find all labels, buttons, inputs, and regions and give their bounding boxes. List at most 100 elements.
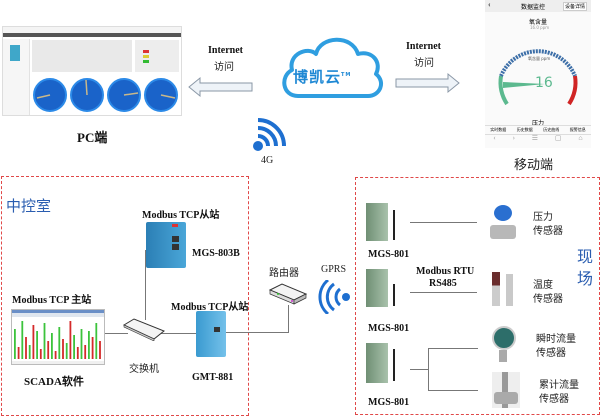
gauge-unit: 氧含量 ppm [528,56,551,61]
device-thumb-icon [10,45,20,61]
field-title-1: 现 [577,247,594,266]
sensor-1-line2: 传感器 [533,226,563,237]
scada-bar [62,339,64,359]
scada-bars [12,317,104,361]
tab-alarm[interactable]: 报警信息 [569,127,586,132]
internet-label-left: Internet [208,45,243,56]
mobile-header-title: 数据监控 [521,4,546,11]
scada-bar [69,321,72,359]
sensor-2-line1: 温度 [533,280,553,291]
scada-bar [47,341,50,359]
wire [410,369,428,370]
scada-bar [25,337,27,359]
back-icon[interactable]: ‹ [488,0,491,9]
home-icon[interactable]: ⌂ [578,134,583,142]
access-label-right: 访问 [414,58,434,69]
scada-bar [28,345,31,359]
tab-history[interactable]: 历史数据 [516,127,533,132]
wire [145,250,146,320]
slave2-model: GMT-881 [192,372,234,383]
scada-bar [32,325,35,359]
pc-gauge [33,78,67,112]
cloud-brand: 博凯云TM [293,66,351,87]
pc-gauge [70,78,104,112]
wire [160,333,200,334]
wire [428,348,429,390]
control-room-title: 中控室 [6,197,52,215]
arrow-right-icon [395,72,460,94]
bus-label-1: Modbus RTU [416,266,475,277]
mobile-navbar: ‹ › ☰ ▢ ⌂ [485,134,591,146]
sensor-2-line2: 传感器 [533,294,563,305]
scada-label: SCADA软件 [24,376,84,388]
internet-label-right: Internet [406,41,441,52]
pc-gauge [144,78,178,112]
scada-bar [51,333,53,359]
back-icon[interactable]: ‹ [493,134,496,142]
master-label: Modbus TCP 主站 [12,295,92,306]
sensor-3-line1: 瞬时流量 [536,334,576,345]
mobile-tabs: 实时数据 历史数据 历史曲线 报警信息 [485,125,591,135]
scada-bar [91,337,94,359]
scada-bar [39,349,42,359]
brand-text: 博凯云 [293,68,342,86]
mobile-screenshot: ‹ 数据监控 设备详情 氧含量 16.0 ppm 氧含量 ppm 16 压力 实… [485,0,591,148]
router-icon [268,283,308,305]
flow-meter-icon [492,326,516,364]
totalizer-flow-icon [492,372,520,408]
mgs-801-device [366,269,388,307]
scada-bar [54,351,57,359]
pc-screenshot [2,26,182,116]
scada-bar [84,345,87,359]
tab-realtime[interactable]: 实时数据 [490,127,507,132]
gmt-881-device [196,311,226,357]
scada-bar [88,331,90,359]
scada-bar [76,347,79,359]
device-2-model: MGS-801 [368,323,410,334]
slave2-label: Modbus TCP从站 [171,302,249,313]
mobile-label: 移动端 [514,158,554,173]
control-room-zone [1,176,249,416]
scada-bar [73,335,75,359]
tab-curve[interactable]: 历史曲线 [543,127,560,132]
scada-bar [80,329,83,359]
mgs-801-device [366,203,388,241]
scada-bar [21,321,24,359]
switch-icon [122,318,165,341]
bus-label-2: RS485 [429,278,457,289]
wire [428,390,478,391]
4g-label: 4G [261,155,274,166]
scada-bar [36,331,38,359]
sensor-1-line1: 压力 [533,212,553,223]
sensor-4-line1: 累计流量 [539,380,579,391]
pc-gauge [107,78,141,112]
scada-bar [17,347,20,359]
wire [410,222,477,223]
forward-icon[interactable]: › [512,134,515,142]
next-gauge-title: 压力 [532,120,545,127]
pc-gauges [33,78,178,112]
device-detail-button[interactable]: 设备详情 [563,2,588,11]
gauge-needle [503,82,545,88]
wire [410,292,477,293]
wifi-4g-icon [253,118,286,151]
temperature-sensor-icon [490,272,516,308]
slave1-label: Modbus TCP从站 [142,210,220,221]
mgs-803b-device [146,222,186,268]
mgs-801-device [366,343,388,383]
menu-icon[interactable]: ☰ [531,134,539,142]
scada-bar [58,327,61,359]
tabs-icon[interactable]: ▢ [554,134,562,142]
switch-label: 交换机 [129,364,159,375]
pressure-sensor-icon [490,205,516,241]
scada-bar [43,323,46,359]
slave1-model: MGS-803B [192,248,240,259]
mobile-gauge [498,49,578,106]
field-title-2: 场 [577,269,594,288]
sensor-4-line2: 传感器 [539,394,569,405]
antenna-icon [393,284,395,306]
wire [226,332,289,333]
router-label: 路由器 [269,268,299,279]
scada-bar [14,329,16,359]
gprs-label: GPRS [321,264,347,275]
